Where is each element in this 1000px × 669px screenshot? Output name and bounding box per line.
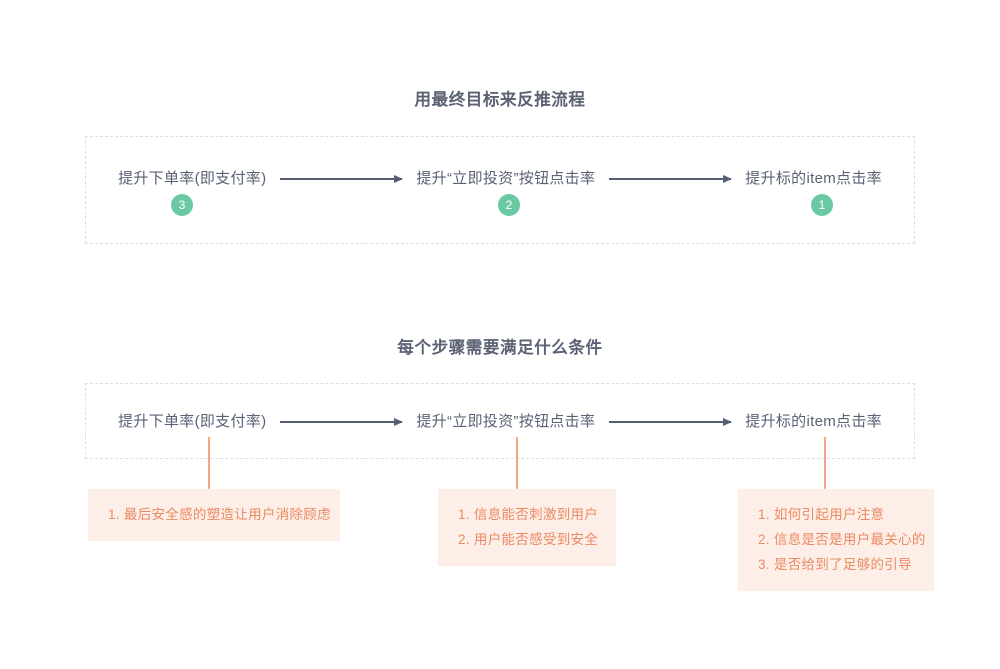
arrow-line <box>280 178 403 180</box>
flow-arrow-1 <box>280 174 404 184</box>
flow-node-label-4: 提升下单率(即支付率) <box>118 413 267 430</box>
flow-row-bottom: 提升下单率(即支付率) 提升“立即投资”按钮点击率 提升标的item点击率 <box>85 409 915 435</box>
arrow-head-icon <box>723 418 733 426</box>
flow-container-bottom <box>85 383 915 459</box>
flow-row-top: 提升下单率(即支付率) 提升“立即投资”按钮点击率 提升标的item点击率 <box>85 166 915 192</box>
flow-node-label-1: 提升下单率(即支付率) <box>118 170 267 187</box>
arrow-head-icon <box>394 418 404 426</box>
section-title-goal-backtrack: 用最终目标来反推流程 <box>414 91 586 109</box>
condition-item: 1. 如何引起用户注意 <box>758 507 885 522</box>
flow-node-label-5: 提升“立即投资”按钮点击率 <box>416 413 596 430</box>
flow-arrow-3 <box>280 417 404 427</box>
arrow-head-icon <box>723 175 733 183</box>
flow-arrow-4 <box>609 417 733 427</box>
condition-item: 1. 最后安全感的塑造让用户消除顾虑 <box>108 507 331 522</box>
connector-line-3 <box>824 437 826 491</box>
flow-node-label-2: 提升“立即投资”按钮点击率 <box>416 170 596 187</box>
condition-item: 1. 信息能否刺激到用户 <box>458 507 599 522</box>
connector-line-2 <box>516 437 518 491</box>
condition-item: 3. 是否给到了足够的引导 <box>758 557 912 572</box>
step-badge-2: 2 <box>498 194 520 216</box>
step-badge-3: 3 <box>171 194 193 216</box>
condition-item: 2. 用户能否感受到安全 <box>458 532 599 547</box>
section-title-step-conditions: 每个步骤需要满足什么条件 <box>397 339 603 357</box>
arrow-line <box>280 421 403 423</box>
flow-node-label-6: 提升标的item点击率 <box>745 413 882 430</box>
flow-node-label-3: 提升标的item点击率 <box>745 170 882 187</box>
condition-box-1: 1. 最后安全感的塑造让用户消除顾虑 <box>88 489 340 541</box>
condition-box-3: 1. 如何引起用户注意 2. 信息是否是用户最关心的 3. 是否给到了足够的引导 <box>738 489 934 591</box>
condition-box-2: 1. 信息能否刺激到用户 2. 用户能否感受到安全 <box>438 489 616 566</box>
step-badge-1: 1 <box>811 194 833 216</box>
condition-item: 2. 信息是否是用户最关心的 <box>758 532 926 547</box>
arrow-line <box>609 421 732 423</box>
arrow-line <box>609 178 732 180</box>
arrow-head-icon <box>394 175 404 183</box>
connector-line-1 <box>208 437 210 491</box>
flow-arrow-2 <box>609 174 733 184</box>
flow-container-top <box>85 136 915 244</box>
